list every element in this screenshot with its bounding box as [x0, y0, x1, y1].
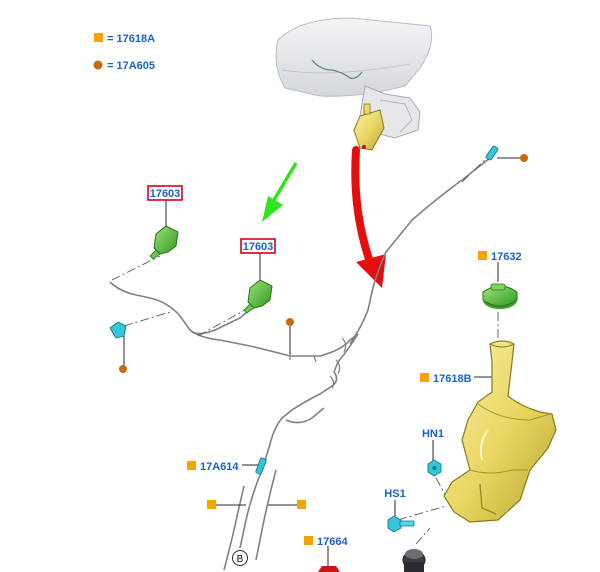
green-direction-arrow-icon	[262, 162, 298, 222]
callout-circle-icon	[93, 60, 103, 70]
legend-square-text: = 17618A	[107, 33, 155, 45]
label-pump: 17664	[304, 536, 348, 548]
callout-square-icon	[297, 500, 306, 509]
label-nozzle-left: 17603	[147, 185, 183, 201]
washer-nozzle-right	[243, 279, 273, 314]
callout-circle-icon	[286, 318, 294, 326]
washer-nozzle-left	[149, 225, 179, 260]
callout-circle-icon	[119, 365, 127, 373]
label-17A614: 17A614	[200, 461, 239, 473]
vehicle-hood-overview	[275, 17, 433, 151]
pump-grommet	[402, 549, 426, 572]
washer-pump	[318, 566, 340, 572]
label-reservoir: 17618B	[420, 373, 472, 385]
label-nozzle-right: 17603	[240, 238, 276, 254]
label-17603-right: 17603	[243, 241, 274, 253]
legend: = 17618A = 17A605	[93, 33, 155, 72]
callout-circle-icon	[520, 154, 528, 162]
callout-square-icon	[478, 251, 487, 260]
label-hose-clip: 17A614	[187, 461, 239, 473]
label-17603-left: 17603	[150, 188, 181, 200]
hex-nut	[427, 459, 442, 477]
label-17632: 17632	[491, 251, 522, 263]
leader-lines	[111, 151, 499, 545]
callout-square-icon	[94, 33, 103, 42]
callout-square-icon	[207, 500, 216, 509]
legend-circle-text: = 17A605	[107, 60, 155, 72]
reservoir-cap	[482, 283, 518, 309]
callout-square-icon	[187, 461, 196, 470]
callout-square-icon	[304, 536, 313, 545]
label-HS1: HS1	[384, 488, 405, 500]
label-cap: 17632	[478, 251, 522, 263]
washer-reservoir	[443, 340, 557, 523]
cyan-clip-hose	[255, 457, 267, 475]
callout-square-icon	[420, 373, 429, 382]
hex-bolt	[387, 515, 415, 533]
label-HN1: HN1	[422, 428, 444, 440]
label-17618B: 17618B	[433, 373, 472, 385]
label-17664: 17664	[317, 536, 348, 548]
red-detail-arrow-icon	[351, 146, 386, 288]
connector-b-label: B	[237, 554, 244, 565]
cyan-clip-top-right	[485, 145, 499, 161]
cyan-clip-left	[109, 321, 127, 339]
connector-b: B	[232, 550, 248, 566]
